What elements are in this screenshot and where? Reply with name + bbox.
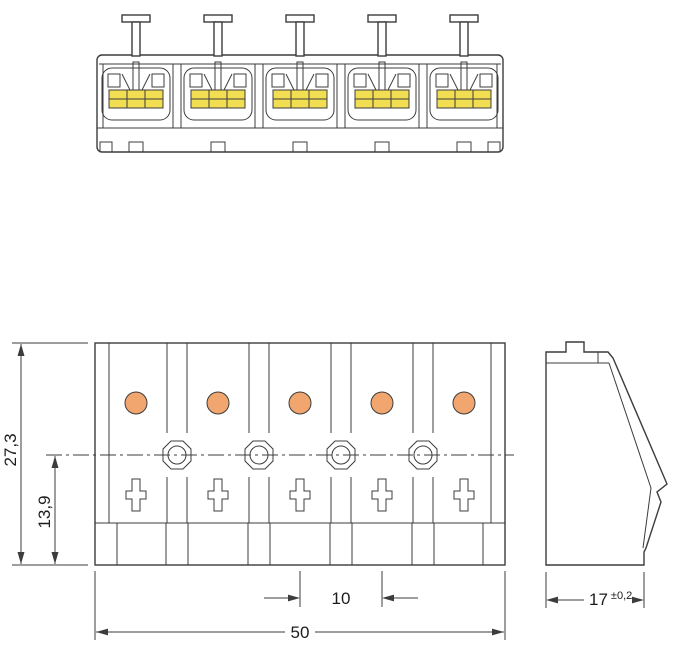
top-view [96,14,504,153]
front-view [46,342,514,566]
dim-label-total-height: 27,3 [1,433,20,466]
dim-label-total-width: 50 [291,623,310,642]
dim-label-pitch: 10 [332,589,351,608]
dim-label-depth: 17±0,2 [589,590,632,609]
side-view [545,341,668,566]
dim-depth: 17±0,2 [545,572,645,609]
dim-depth-value: 17 [589,590,608,609]
side-view-body [545,341,668,566]
front-view-body [94,342,506,566]
dim-total-height: 27,3 [1,342,88,566]
side-lever-edge [608,362,652,549]
dim-total-width: 50 [94,571,506,642]
dim-label-lower-height: 13,9 [35,495,54,528]
dim-depth-tolerance: ±0,2 [611,590,632,602]
dim-lower-height: 13,9 [35,456,59,564]
dim-pitch: 10 [264,571,418,608]
dimensions: 27,3 13,9 10 50 [1,342,645,642]
